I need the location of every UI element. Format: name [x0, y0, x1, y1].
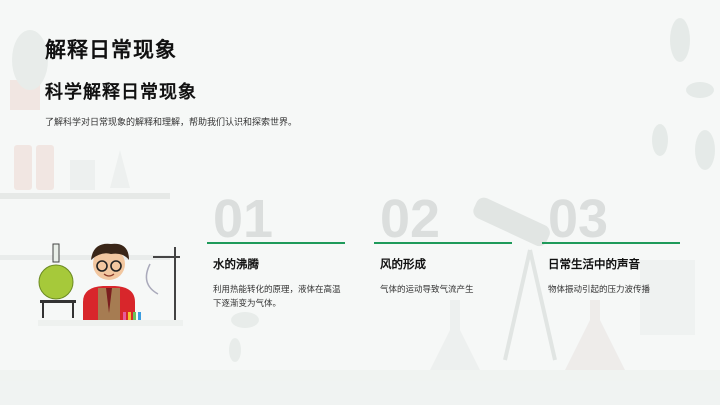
card-title: 水的沸腾: [213, 257, 259, 271]
card-text: 物体振动引起的压力波传播: [548, 285, 651, 295]
page-subtitle: 科学解释日常现象: [45, 82, 197, 103]
card-number: 01: [213, 189, 274, 249]
card-divider: [207, 242, 345, 244]
page-description: 了解科学对日常现象的解释和理解，帮助我们认识和探索世界。: [45, 118, 298, 128]
card-text: 利用热能转化的原理，液体在高温下逐渐变为气体。: [213, 285, 341, 309]
card-number: 03: [548, 189, 609, 249]
card-title: 日常生活中的声音: [548, 257, 640, 271]
card-text: 气体的运动导致气流产生: [380, 285, 474, 295]
page-title: 解释日常现象: [45, 38, 177, 62]
card-divider: [374, 242, 512, 244]
card-number: 02: [380, 189, 441, 249]
scientist-boy-icon: [38, 243, 183, 326]
card-title: 风的形成: [380, 257, 426, 271]
card-divider: [542, 242, 680, 244]
